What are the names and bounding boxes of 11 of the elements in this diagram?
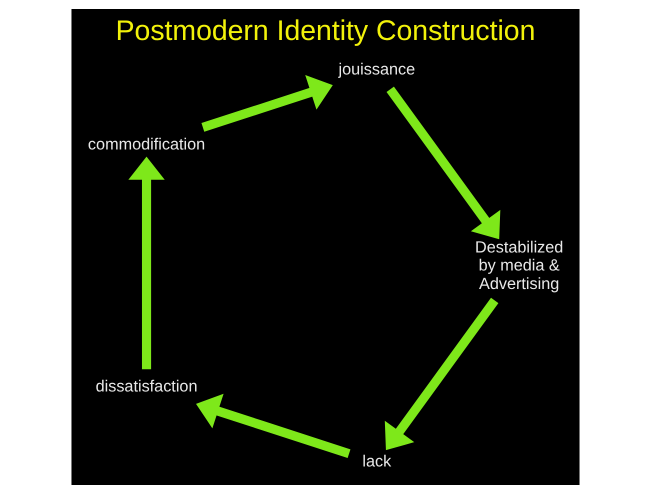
diagram-title: Postmodern Identity Construction [116,14,536,46]
arrow [201,74,333,132]
arrow [384,297,498,450]
node-text: jouissance [338,60,416,78]
arrow [196,393,350,458]
node-text: Destabilized by media & Advertising [474,238,564,292]
node-text: commodification [88,135,206,154]
arrow [386,86,500,239]
node-text: lack [362,452,392,470]
node-text: dissatisfaction [96,377,198,396]
arrow [128,156,165,369]
